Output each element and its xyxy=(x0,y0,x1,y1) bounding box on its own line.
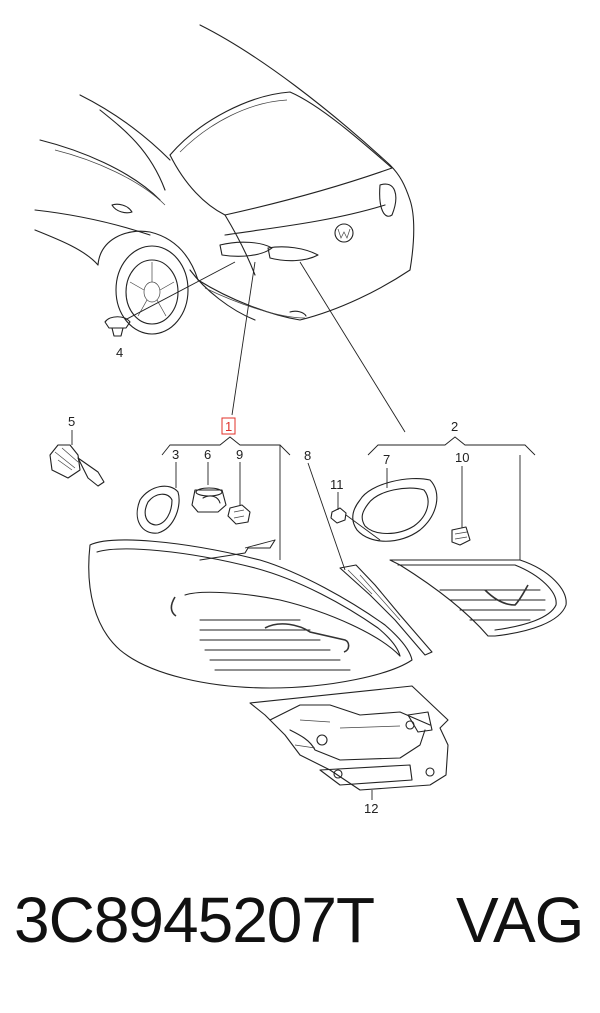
callout-1: 1 xyxy=(225,419,232,434)
callout-1-highlight-box xyxy=(221,417,236,435)
callout-3: 3 xyxy=(172,447,179,462)
part-8-seal-strip xyxy=(307,462,433,656)
part-number: 3C8945207T xyxy=(14,884,375,956)
part-5-wiring-connector xyxy=(49,430,105,487)
callout-11: 11 xyxy=(330,477,344,492)
car-rear-illustration xyxy=(34,24,415,335)
part-3-gasket xyxy=(136,462,180,534)
callout-12: 12 xyxy=(364,801,378,816)
part-9-bulb xyxy=(227,462,251,525)
exploded-parts-diagram: 1 2 3 4 5 6 7 8 9 10 11 12 xyxy=(34,24,567,816)
part-7-inner-gasket xyxy=(352,468,438,542)
part-12-carrier xyxy=(249,685,449,800)
brand-label: VAG xyxy=(456,884,584,956)
callout-4: 4 xyxy=(116,345,123,360)
part-1-outer-tail-light xyxy=(88,539,413,689)
callout-labels: 1 2 3 4 5 6 7 8 9 10 11 12 xyxy=(68,345,469,816)
callout-10: 10 xyxy=(455,450,469,465)
callout-9: 9 xyxy=(236,447,243,462)
part-6-bulb-holder xyxy=(191,462,227,513)
callout-8: 8 xyxy=(304,448,311,463)
part-10-bulb xyxy=(451,466,471,546)
part-11-nut xyxy=(330,492,381,541)
callout-6: 6 xyxy=(204,447,211,462)
callout-2: 2 xyxy=(451,419,458,434)
callout-7: 7 xyxy=(383,452,390,467)
part-2-inner-tail-light xyxy=(389,559,567,637)
callout-5: 5 xyxy=(68,414,75,429)
part-4-clip xyxy=(104,316,131,337)
